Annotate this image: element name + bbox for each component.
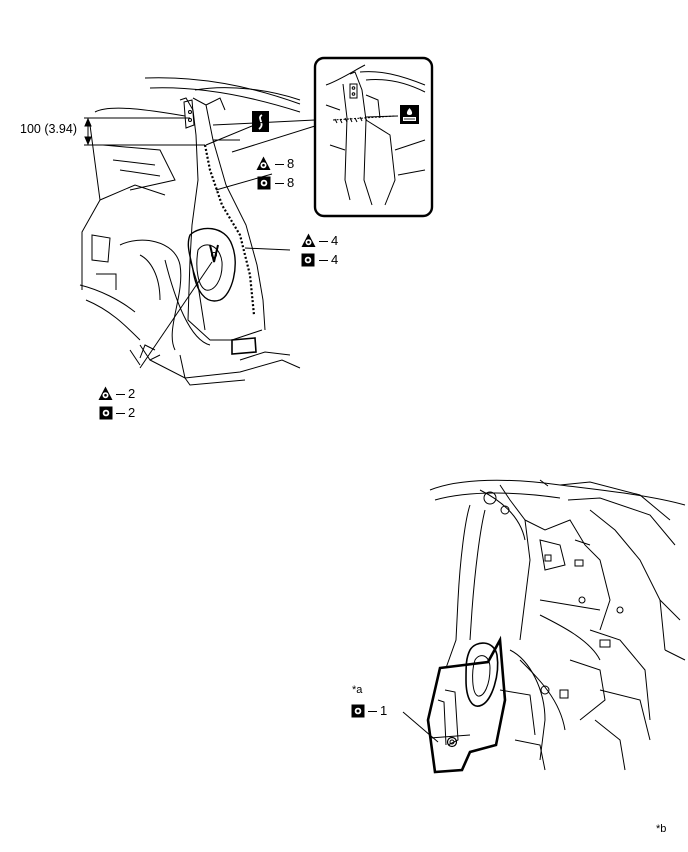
leader-line-bottom (402, 711, 439, 743)
spot-weld-icon (301, 233, 316, 247)
plug-weld-icon (301, 253, 315, 267)
dimension-marker (84, 117, 205, 146)
dimension-label: 100 (3.94) (20, 122, 77, 136)
upper-plug-count: 8 (273, 176, 294, 190)
spot-weld-icon (256, 156, 271, 170)
detail-inset (313, 56, 434, 218)
upper-spot-count: 8 (273, 157, 294, 171)
upper-body-panel (79, 77, 301, 386)
label-a: *a (352, 684, 363, 696)
plug-weld-icon (99, 406, 113, 420)
lower-spot-count: 2 (114, 387, 135, 401)
plug-weld-icon (351, 704, 365, 718)
middle-spot-count: 4 (317, 234, 338, 248)
mig-plug-weld-icon (400, 105, 419, 124)
lower-body-panel (429, 479, 686, 771)
label-b: *b (656, 823, 667, 835)
plug-weld-icon (257, 176, 271, 190)
saw-cut-icon (205, 111, 269, 146)
bottom-plug-count: 1 (366, 704, 387, 718)
middle-plug-count: 4 (317, 253, 338, 267)
spot-weld-icon (98, 386, 113, 400)
lower-plug-count: 2 (114, 406, 135, 420)
replacement-section (426, 635, 507, 774)
